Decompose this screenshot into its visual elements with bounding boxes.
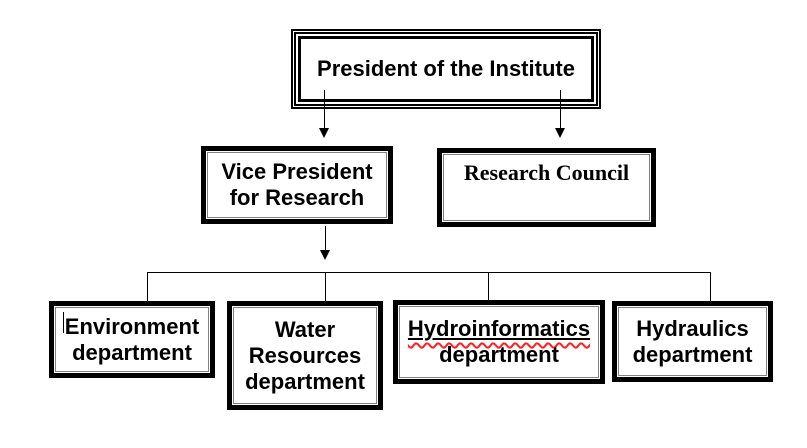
node-water-resources-department: Water Resources department: [227, 301, 383, 410]
environment-label-line1: Environment: [64, 313, 200, 339]
hydroinformatics-label-line1: Hydroinformatics: [407, 316, 591, 341]
vice-president-label-line2: for Research: [229, 185, 365, 210]
arrowhead-vp-to-departments: [320, 250, 330, 260]
vice-president-label-line1: Vice President: [221, 159, 373, 184]
connector-president-to-council-line: [560, 90, 561, 128]
connector-drop-hydraulics: [710, 273, 711, 301]
connector-drop-environment: [147, 273, 148, 301]
environment-frame-inner: Environment department: [55, 307, 209, 372]
hydroinformatics-spellcheck-underline: Hydroinformatics: [408, 316, 590, 342]
president-frame-middle: President of the Institute: [294, 32, 598, 106]
vice-president-frame-inner: Vice President for Research: [207, 152, 387, 218]
environment-label-line2: department: [72, 339, 192, 365]
connector-president-to-vp-line: [324, 90, 325, 128]
node-environment-department: Environment department: [49, 301, 215, 378]
hydraulics-label-line2: department: [632, 341, 753, 367]
research-council-label: Research Council: [463, 160, 630, 185]
node-hydroinformatics-department: Hydroinformatics department: [393, 300, 605, 384]
node-president: President of the Institute: [291, 29, 601, 109]
hydroinformatics-frame-inner: Hydroinformatics department: [399, 306, 599, 378]
connector-vp-to-departments-line: [325, 226, 326, 250]
hydraulics-frame-inner: Hydraulics department: [618, 307, 767, 376]
research-council-frame-inner: Research Council: [443, 154, 650, 221]
departments-horizontal-connector: [147, 272, 711, 273]
node-vice-president: Vice President for Research: [201, 146, 393, 224]
connector-drop-hydroinformatics: [488, 273, 489, 300]
node-hydraulics-department: Hydraulics department: [612, 301, 773, 382]
water-resources-label-line1: Water: [274, 316, 336, 342]
president-frame-inner: President of the Institute: [298, 36, 594, 102]
node-research-council: Research Council: [437, 148, 656, 227]
connector-drop-water-resources: [325, 273, 326, 301]
arrowhead-president-to-vp: [319, 128, 329, 138]
text-cursor-artifact: [63, 312, 64, 333]
water-resources-frame-inner: Water Resources department: [233, 307, 377, 404]
hydroinformatics-label-line2: department: [439, 342, 559, 367]
water-resources-label-line2: Resources: [248, 342, 362, 368]
water-resources-label-line3: department: [245, 368, 365, 394]
president-label: President of the Institute: [317, 56, 575, 81]
arrowhead-president-to-council: [555, 128, 565, 138]
hydraulics-label-line1: Hydraulics: [636, 315, 749, 341]
